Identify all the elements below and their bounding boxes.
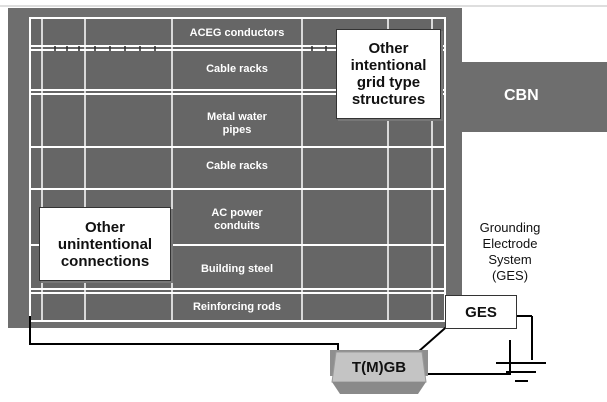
layer-label-aceg-conductors: ACEG conductors [189, 27, 285, 39]
ges-box: GES [445, 295, 517, 329]
cbn-label: CBN [504, 87, 539, 104]
callout-unintentional-connections: Other unintentional connections [39, 207, 171, 281]
top-row-ticks [54, 46, 327, 51]
callout-intentional-structures: Other intentional grid type structures [336, 29, 441, 119]
tmgb-to-ground-conductor [428, 340, 511, 375]
ges-caption: Grounding Electrode System (GES) [479, 220, 541, 283]
tmgb-label: T(M)GB [351, 359, 407, 376]
layer-label-ac-power-conduits: AC power conduits [211, 207, 263, 232]
layer-label-building-steel: Building steel [200, 263, 274, 275]
tmgb-base [332, 382, 426, 394]
layer-label-cable-racks-middle: Cable racks [206, 160, 268, 172]
cbn-extension [440, 62, 607, 132]
mesh-to-tmgb-conductor [29, 316, 339, 352]
ground-icon [496, 362, 546, 382]
layer-label-cable-racks-top: Cable racks [206, 63, 268, 75]
layer-label-metal-water-pipes: Metal water pipes [207, 111, 267, 136]
layer-label-reinforcing-rods: Reinforcing rods [192, 301, 281, 313]
